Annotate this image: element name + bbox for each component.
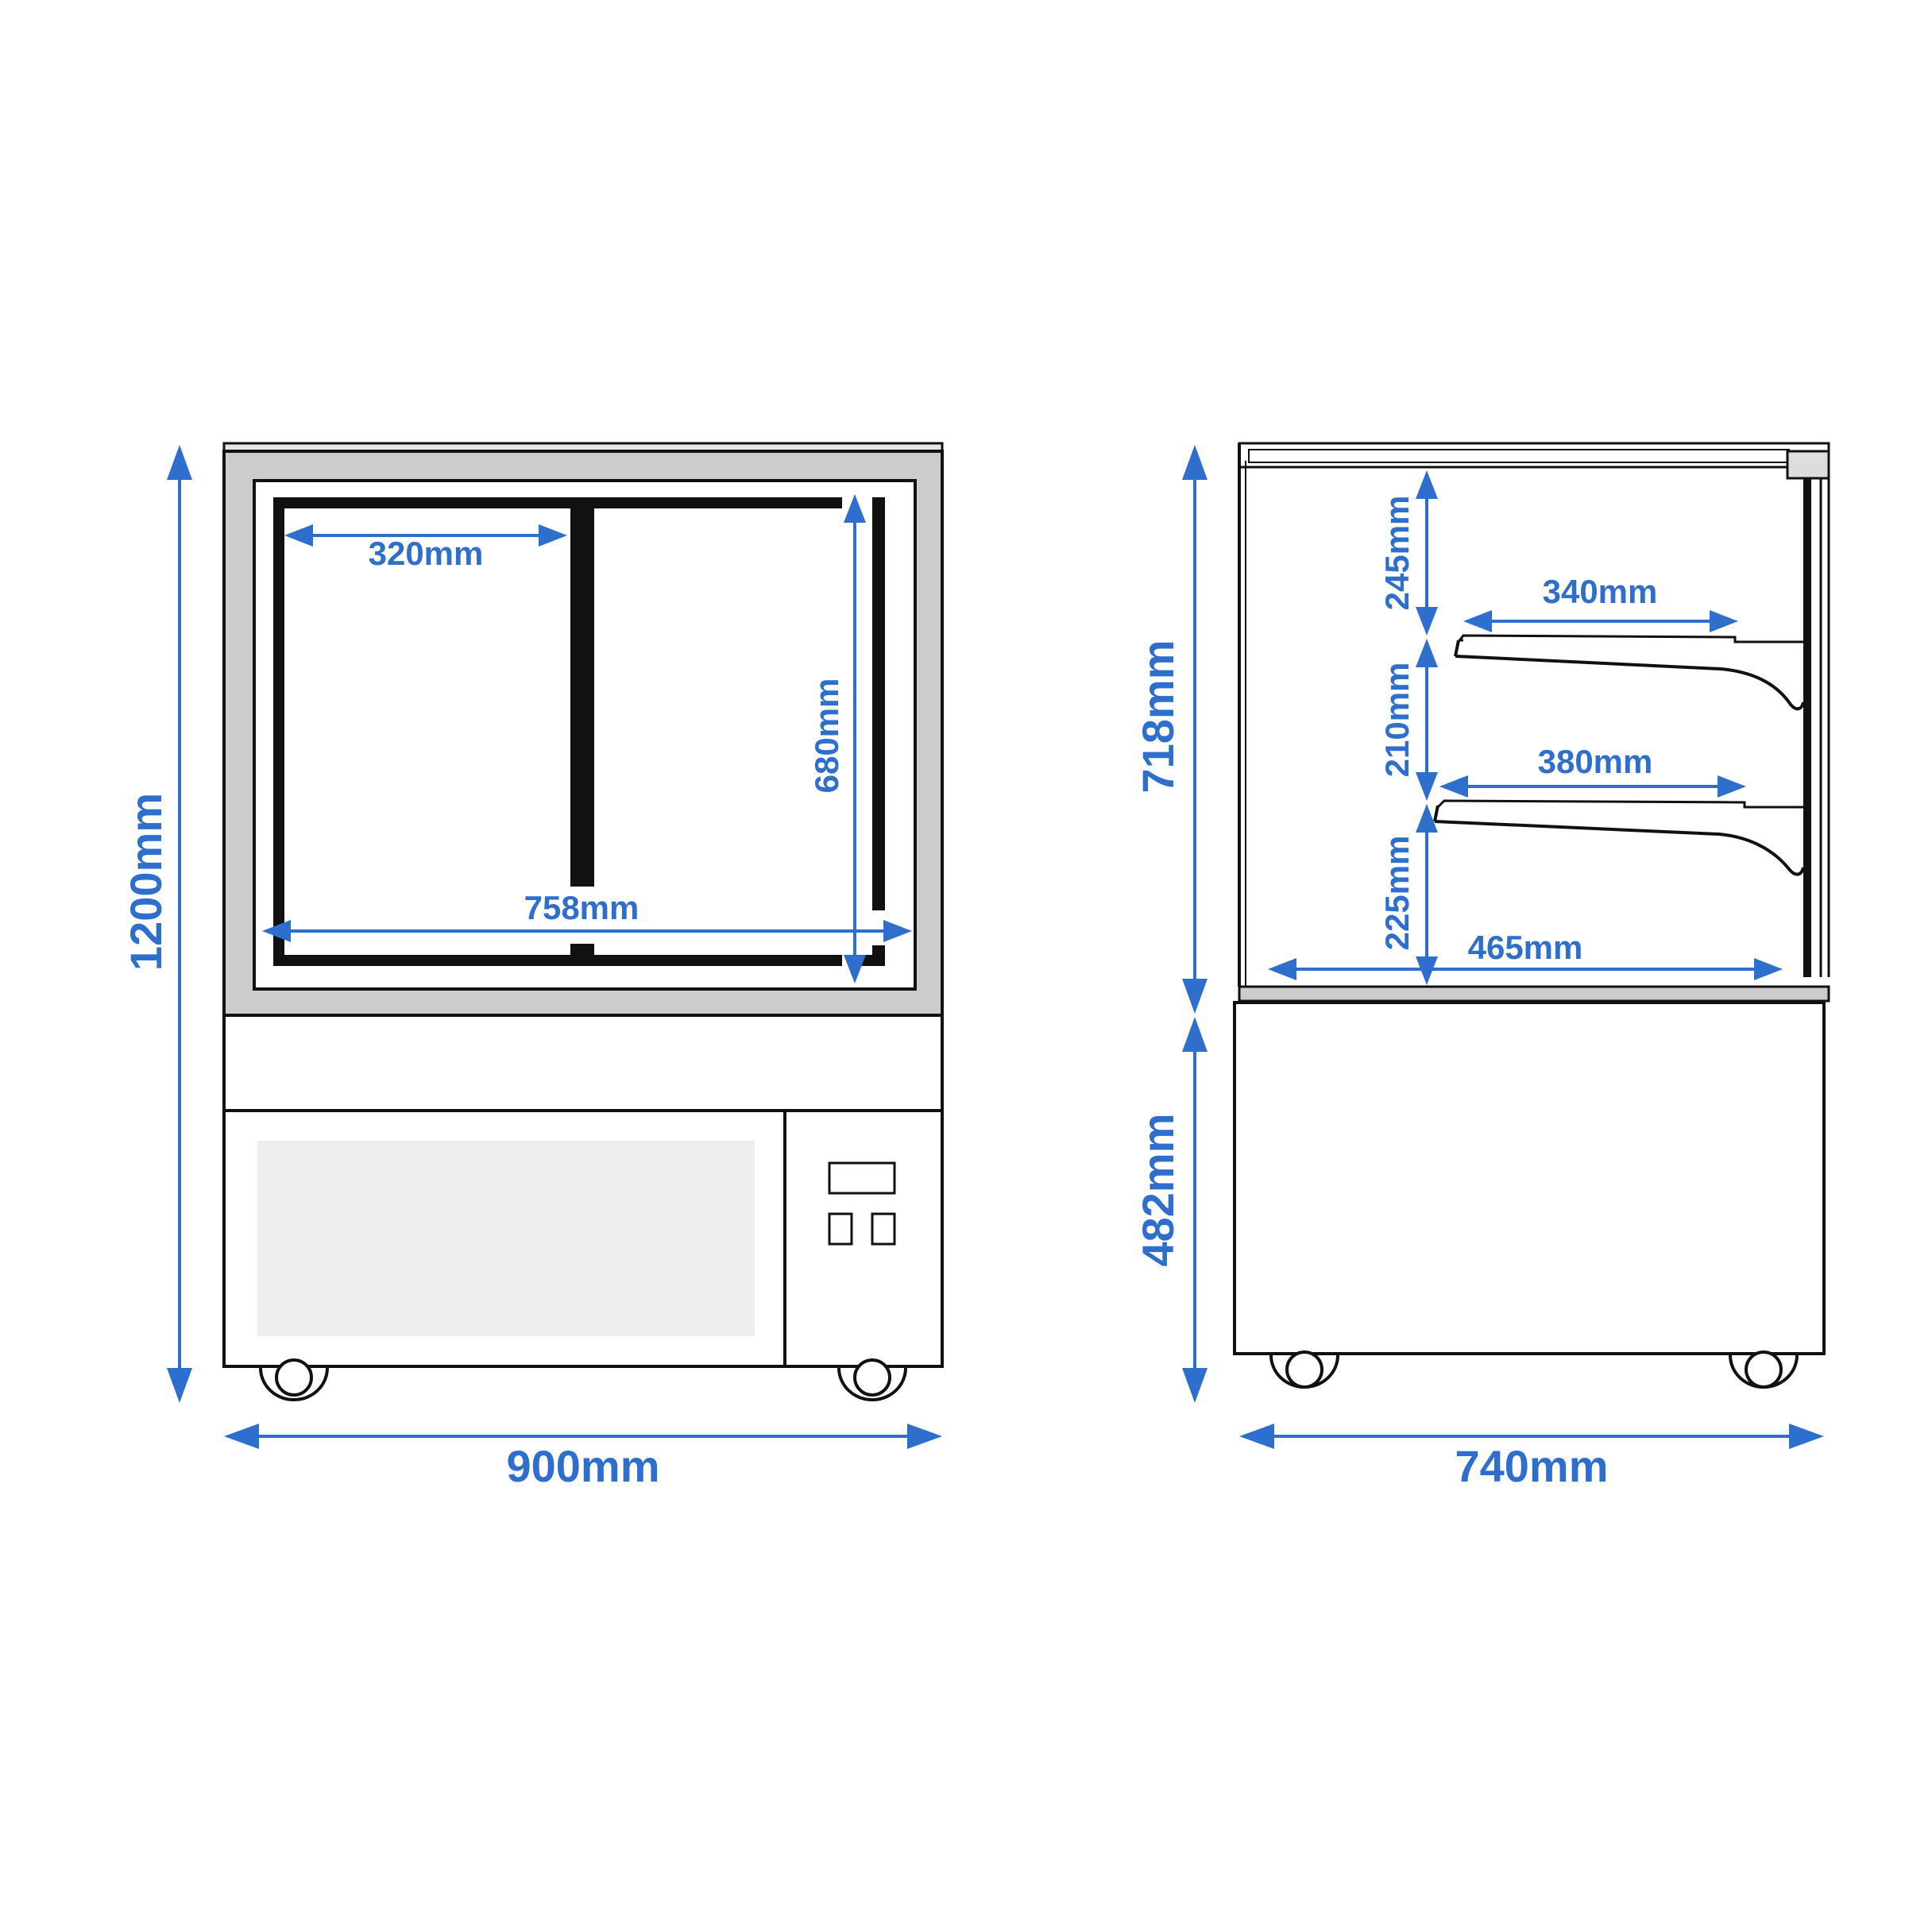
upper-shelf-label: 340mm xyxy=(1543,573,1658,610)
top-gap-arrow xyxy=(1416,470,1438,636)
upper-shelf xyxy=(1454,634,1805,711)
side-deck xyxy=(1238,985,1830,1003)
upper-height-label: 718mm xyxy=(1133,639,1183,793)
side-cabinet xyxy=(1233,1001,1826,1355)
front-height-label: 1200mm xyxy=(121,793,171,971)
base-depth-label: 465mm xyxy=(1468,929,1583,966)
lower-shelf xyxy=(1433,799,1805,876)
control-display xyxy=(828,1161,896,1195)
half-width-label: 320mm xyxy=(369,535,484,572)
bottom-gap-label: 225mm xyxy=(1378,836,1416,951)
front-louver-panel xyxy=(257,1141,755,1336)
bottom-gap-arrow xyxy=(1416,804,1438,985)
front-wheel-right xyxy=(837,1358,907,1401)
front-width-label: 900mm xyxy=(506,1441,659,1491)
lower-shelf-label: 380mm xyxy=(1538,743,1653,780)
front-mid-band xyxy=(222,1014,944,1112)
front-height-arrow xyxy=(167,445,192,1403)
side-view xyxy=(1233,442,1830,1389)
interior-width-label: 758mm xyxy=(524,889,639,926)
side-top-corner xyxy=(1786,450,1830,480)
control-button-left xyxy=(828,1212,853,1246)
interior-height-label: 680mm xyxy=(808,678,845,794)
side-wheel-left xyxy=(1269,1350,1339,1389)
front-width-arrow xyxy=(224,1424,942,1449)
upper-height-arrow xyxy=(1182,445,1208,1014)
interior-height-arrow xyxy=(844,494,866,983)
lower-height-arrow xyxy=(1182,1017,1208,1403)
control-button-right xyxy=(871,1212,896,1246)
half-width-arrow xyxy=(284,524,567,547)
dimension-lines xyxy=(167,445,1824,1449)
sliding-doors xyxy=(273,497,885,966)
interior-width-arrow xyxy=(262,920,912,942)
depth-arrow xyxy=(1239,1424,1824,1449)
upper-shelf-arrow xyxy=(1463,610,1738,632)
base-depth-arrow xyxy=(1268,958,1783,980)
middle-gap-label: 210mm xyxy=(1378,663,1416,778)
front-wheel-left xyxy=(259,1358,329,1401)
middle-gap-arrow xyxy=(1416,639,1438,801)
lower-height-label: 482mm xyxy=(1133,1113,1183,1266)
lower-shelf-arrow xyxy=(1439,775,1746,798)
depth-label: 740mm xyxy=(1455,1441,1608,1491)
side-wheel-right xyxy=(1729,1350,1799,1389)
front-view xyxy=(222,442,944,1401)
side-rear-column xyxy=(1803,478,1811,977)
top-gap-label: 245mm xyxy=(1378,496,1416,611)
